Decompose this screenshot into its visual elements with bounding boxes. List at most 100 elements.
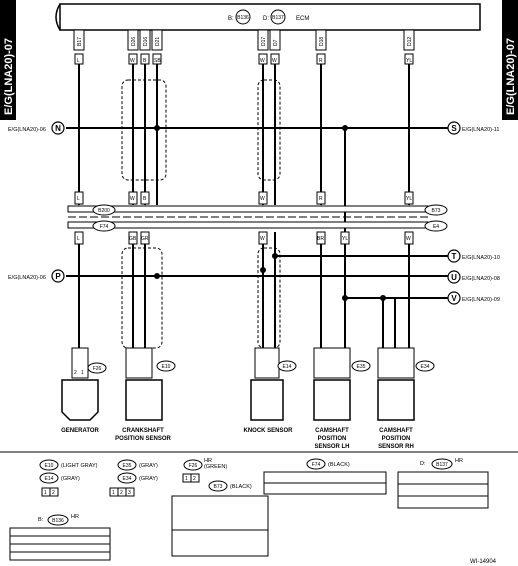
wire-color: W <box>260 58 265 64</box>
pin-label: 3 <box>128 490 131 496</box>
side-label-right: E/G(LNA20)-07 <box>502 0 518 120</box>
legend-b137-hr: HR <box>455 458 463 464</box>
legend-b136-prefix: B: <box>38 517 44 523</box>
pin-label: D12 <box>407 37 413 46</box>
joint-left-bottom: F74 <box>100 224 109 230</box>
joint-left-top: B200 <box>98 208 110 214</box>
joint-right-bottom: E4 <box>433 224 439 230</box>
pin-label: 1 <box>112 490 115 496</box>
cam-lh-label-3: SENSOR LH <box>314 444 349 450</box>
ref-N: E/G(LNA20)-06 N <box>8 121 65 135</box>
legend-e10: E10 <box>45 463 54 469</box>
ecm-b-connector: B136 <box>237 15 249 21</box>
legend: E10 (LIGHT GRAY) E14 (GRAY) 1 2 E35 (GRA… <box>9 458 497 565</box>
ref-T-letter: T <box>452 252 457 261</box>
pin-label: 1 <box>44 490 47 496</box>
wire-color: YL <box>406 58 412 64</box>
cam-lh-label-1: CAMSHAFT <box>315 428 349 434</box>
legend-f74-color: (BLACK) <box>328 462 350 468</box>
cam-rh-label-2: POSITION <box>382 436 411 442</box>
wire-color: R <box>319 58 323 64</box>
ecm-box: B: B136 D: B137 ECM <box>55 3 481 31</box>
pin-label: D17 <box>261 37 267 46</box>
cam-lh-connector: E35 <box>357 364 366 370</box>
crankshaft-sensor: E10 CRANKSHAFT POSITION SENSOR <box>115 347 176 442</box>
legend-b136: B136 <box>52 518 64 524</box>
camshaft-lh-sensor: E35 CAMSHAFT POSITION SENSOR LH <box>313 347 371 450</box>
side-label-left: E/G(LNA20)-07 <box>0 0 16 120</box>
pin-label: D7 <box>273 39 279 46</box>
cam-rh-label-3: SENSOR RH <box>378 444 414 450</box>
pin-label: 2 <box>193 476 196 482</box>
wire-color: YL <box>406 196 412 202</box>
wire-color: SB <box>154 58 161 64</box>
legend-b73: B73 <box>214 484 223 490</box>
ref-V-letter: V <box>451 294 457 303</box>
pin-label: 2 <box>74 370 77 376</box>
ecm-b-prefix: B: <box>228 16 234 22</box>
pin-label: 1 <box>81 370 84 376</box>
horizontal-lines <box>66 127 448 299</box>
ref-U-letter: U <box>451 273 457 282</box>
wire-color: GB <box>129 236 137 242</box>
joint-right-top: B73 <box>432 208 441 214</box>
ref-V-text: E/G(LNA20)-09 <box>462 297 500 303</box>
pin-label: 2 <box>120 490 123 496</box>
ref-P-text: E/G(LNA20)-06 <box>8 275 46 281</box>
legend-b136-hr: HR <box>71 514 79 520</box>
page-code-left: E/G(LNA20)-07 <box>3 38 15 115</box>
wire-color: YL <box>342 236 348 242</box>
wire-color: BR <box>317 236 324 242</box>
vertical-wires <box>78 64 410 348</box>
legend-e14-color: (GRAY) <box>61 476 80 482</box>
knock-label: KNOCK SENSOR <box>243 428 293 434</box>
pin-label: B17 <box>77 37 83 46</box>
ecm-d-connector: B137 <box>272 15 284 21</box>
cam-lh-label-2: POSITION <box>318 436 347 442</box>
ecm-label: ECM <box>296 16 309 22</box>
cam-rh-label-1: CAMSHAFT <box>379 428 413 434</box>
generator: 2 1 F26 GENERATOR <box>61 347 107 434</box>
joint-connector-band: B200 F74 B73 E4 <box>67 204 448 232</box>
camshaft-rh-sensor: E34 CAMSHAFT POSITION SENSOR RH <box>377 347 435 450</box>
ref-N-text: E/G(LNA20)-06 <box>8 127 46 133</box>
legend-f74: F74 <box>312 462 321 468</box>
legend-e34-color: (GRAY) <box>139 476 158 482</box>
wire-color: W <box>260 196 265 202</box>
wire-color: L <box>77 236 80 242</box>
legend-f26: F26 <box>189 463 198 469</box>
ref-T: T E/G(LNA20)-10 <box>447 249 500 263</box>
wire-color: R <box>319 196 323 202</box>
wire-color: L <box>77 58 80 64</box>
ref-P-letter: P <box>55 272 61 281</box>
pin-label: 2 <box>52 490 55 496</box>
cam-rh-connector: E34 <box>421 364 430 370</box>
legend-b73-color: (BLACK) <box>230 484 252 490</box>
crankshaft-label-1: CRANKSHAFT <box>122 428 164 434</box>
wire-color: W <box>272 58 277 64</box>
pin-label: D16 <box>143 37 149 46</box>
crankshaft-connector: E10 <box>162 364 171 370</box>
wire-color: GR <box>141 236 149 242</box>
wire-color: B <box>143 58 147 64</box>
page-code-right: E/G(LNA20)-07 <box>505 38 517 115</box>
wire-color: W <box>260 236 265 242</box>
ref-S: S E/G(LNA20)-11 <box>447 121 500 135</box>
ecm-wire-colors: L W B SB W W R YL <box>74 53 414 65</box>
legend-f26-hr: HR <box>204 458 212 464</box>
legend-e35-color: (GRAY) <box>139 463 158 469</box>
crankshaft-label-2: POSITION SENSOR <box>115 436 171 442</box>
junctions <box>154 125 386 301</box>
wire-color: B <box>143 196 147 202</box>
ref-U-text: E/G(LNA20)-08 <box>462 276 500 282</box>
legend-e10-color: (LIGHT GRAY) <box>61 463 98 469</box>
legend-f26-color: (GREEN) <box>204 464 227 470</box>
wire-color: L <box>77 196 80 202</box>
knock-connector: E14 <box>283 364 292 370</box>
legend-e35: E35 <box>123 463 132 469</box>
generator-connector: F26 <box>93 366 102 372</box>
ref-S-letter: S <box>451 124 457 133</box>
ref-N-letter: N <box>55 124 61 133</box>
ref-V: V E/G(LNA20)-09 <box>447 291 500 305</box>
